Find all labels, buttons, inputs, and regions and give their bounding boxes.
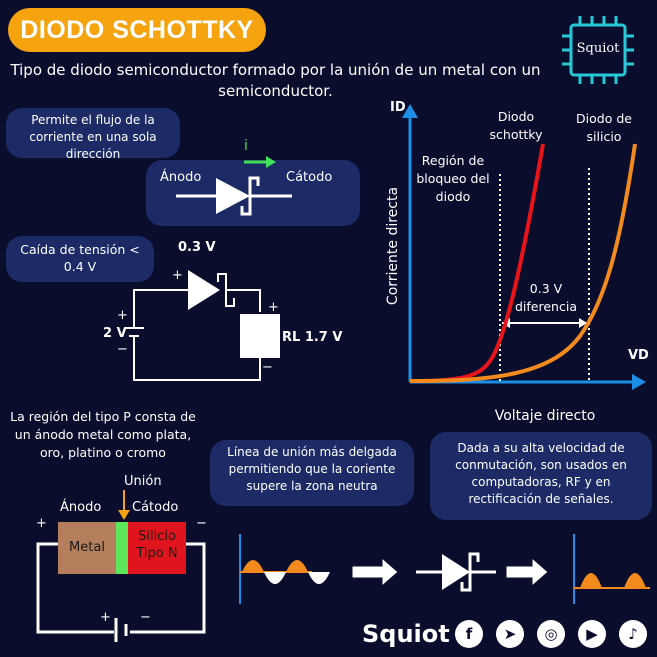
tiktok-icon[interactable]: ♪ (619, 620, 647, 648)
junction-circuit-wire (36, 542, 206, 642)
circuit-diagram (124, 270, 280, 381)
rectifier-diode (442, 554, 470, 590)
instagram-icon[interactable]: ◎ (537, 620, 565, 648)
circuit-plus-diode: + (172, 268, 183, 283)
voltage-drop-card: Caída de tensión < 0.4 V (6, 236, 154, 282)
facebook-icon[interactable]: f (455, 620, 483, 648)
y-axis-label: Corriente directa (385, 186, 401, 306)
union-label: Unión (124, 474, 162, 489)
footer-brand: Squiot (362, 620, 450, 648)
source-label: 2 V (103, 326, 127, 341)
diode-drop-label: 0.3 V (178, 240, 216, 255)
load-resistor (240, 314, 280, 358)
cathode-label: Cátodo (286, 170, 333, 185)
wave-pos-1 (242, 560, 264, 572)
diode-symbol-card (146, 160, 360, 226)
y-axis-short: ID (390, 100, 406, 115)
diode-direction-diagram (176, 156, 292, 216)
page-title: DIODO SCHOTTKY (8, 8, 266, 52)
battery-plus: + (100, 610, 111, 625)
right-arrow-icon-2 (505, 556, 549, 588)
wave-pos-2 (286, 560, 308, 572)
metal-label: Metal (69, 540, 105, 555)
silicon-block (128, 522, 186, 574)
junction-anode-label: Ánodo (60, 500, 102, 515)
silicon-curve (409, 143, 637, 383)
speed-card: Dada a su alta velocidad de conmutación,… (430, 432, 652, 520)
subtitle: Tipo de diodo semiconductor formado por … (10, 61, 541, 100)
logo-text: Squiot (576, 41, 620, 56)
junction-layer (116, 522, 128, 574)
difference-label: 0.3 V diferencia (515, 281, 577, 314)
youtube-icon[interactable]: ▶ (578, 620, 606, 648)
region-label: Región de bloqueo del diodo (416, 153, 490, 204)
junction-cathode-label: Cátodo (132, 500, 179, 515)
junction-plus: + (36, 516, 47, 531)
x-axis-short: VD (628, 348, 649, 363)
metal-block (58, 522, 116, 574)
current-label: i (244, 138, 248, 154)
circuit-plus-source: + (117, 308, 128, 323)
iv-curve-graph (402, 104, 646, 390)
anode-label: Ánodo (160, 170, 202, 185)
silicon-type-label: Silicio Tipo N (136, 529, 178, 561)
rectified-pos-1 (580, 573, 602, 588)
silicon-label: Diodo de silicio (576, 111, 632, 144)
wave-neg-2 (308, 572, 330, 584)
wave-neg-1 (264, 572, 286, 584)
circuit-minus-load: − (262, 360, 273, 375)
direction-card: Permite el flujo de la corriente en una … (6, 108, 180, 161)
union-arrow (118, 490, 130, 520)
load-label: RL 1.7 V (282, 330, 343, 345)
squiot-logo: Squiot (560, 14, 636, 86)
circuit-plus-load: + (268, 300, 279, 315)
circuit-diode (188, 270, 220, 310)
circuit-minus-source: − (117, 342, 128, 357)
battery-minus: − (140, 610, 151, 625)
junction-minus: − (196, 516, 207, 531)
x-axis-label: Voltaje directo (494, 408, 596, 424)
rectification-diagram (239, 534, 650, 604)
right-arrow-icon (351, 556, 399, 588)
junction-card: Línea de unión más delgada permitiendo q… (210, 440, 414, 506)
schottky-label: Diodo schottky (489, 109, 543, 142)
p-region-text: La región del tipo P consta de un ánodo … (10, 409, 196, 460)
chip-icon (562, 16, 634, 84)
telegram-icon[interactable]: ➤ (496, 620, 524, 648)
rectified-pos-2 (624, 573, 646, 588)
diode-triangle (216, 178, 250, 214)
